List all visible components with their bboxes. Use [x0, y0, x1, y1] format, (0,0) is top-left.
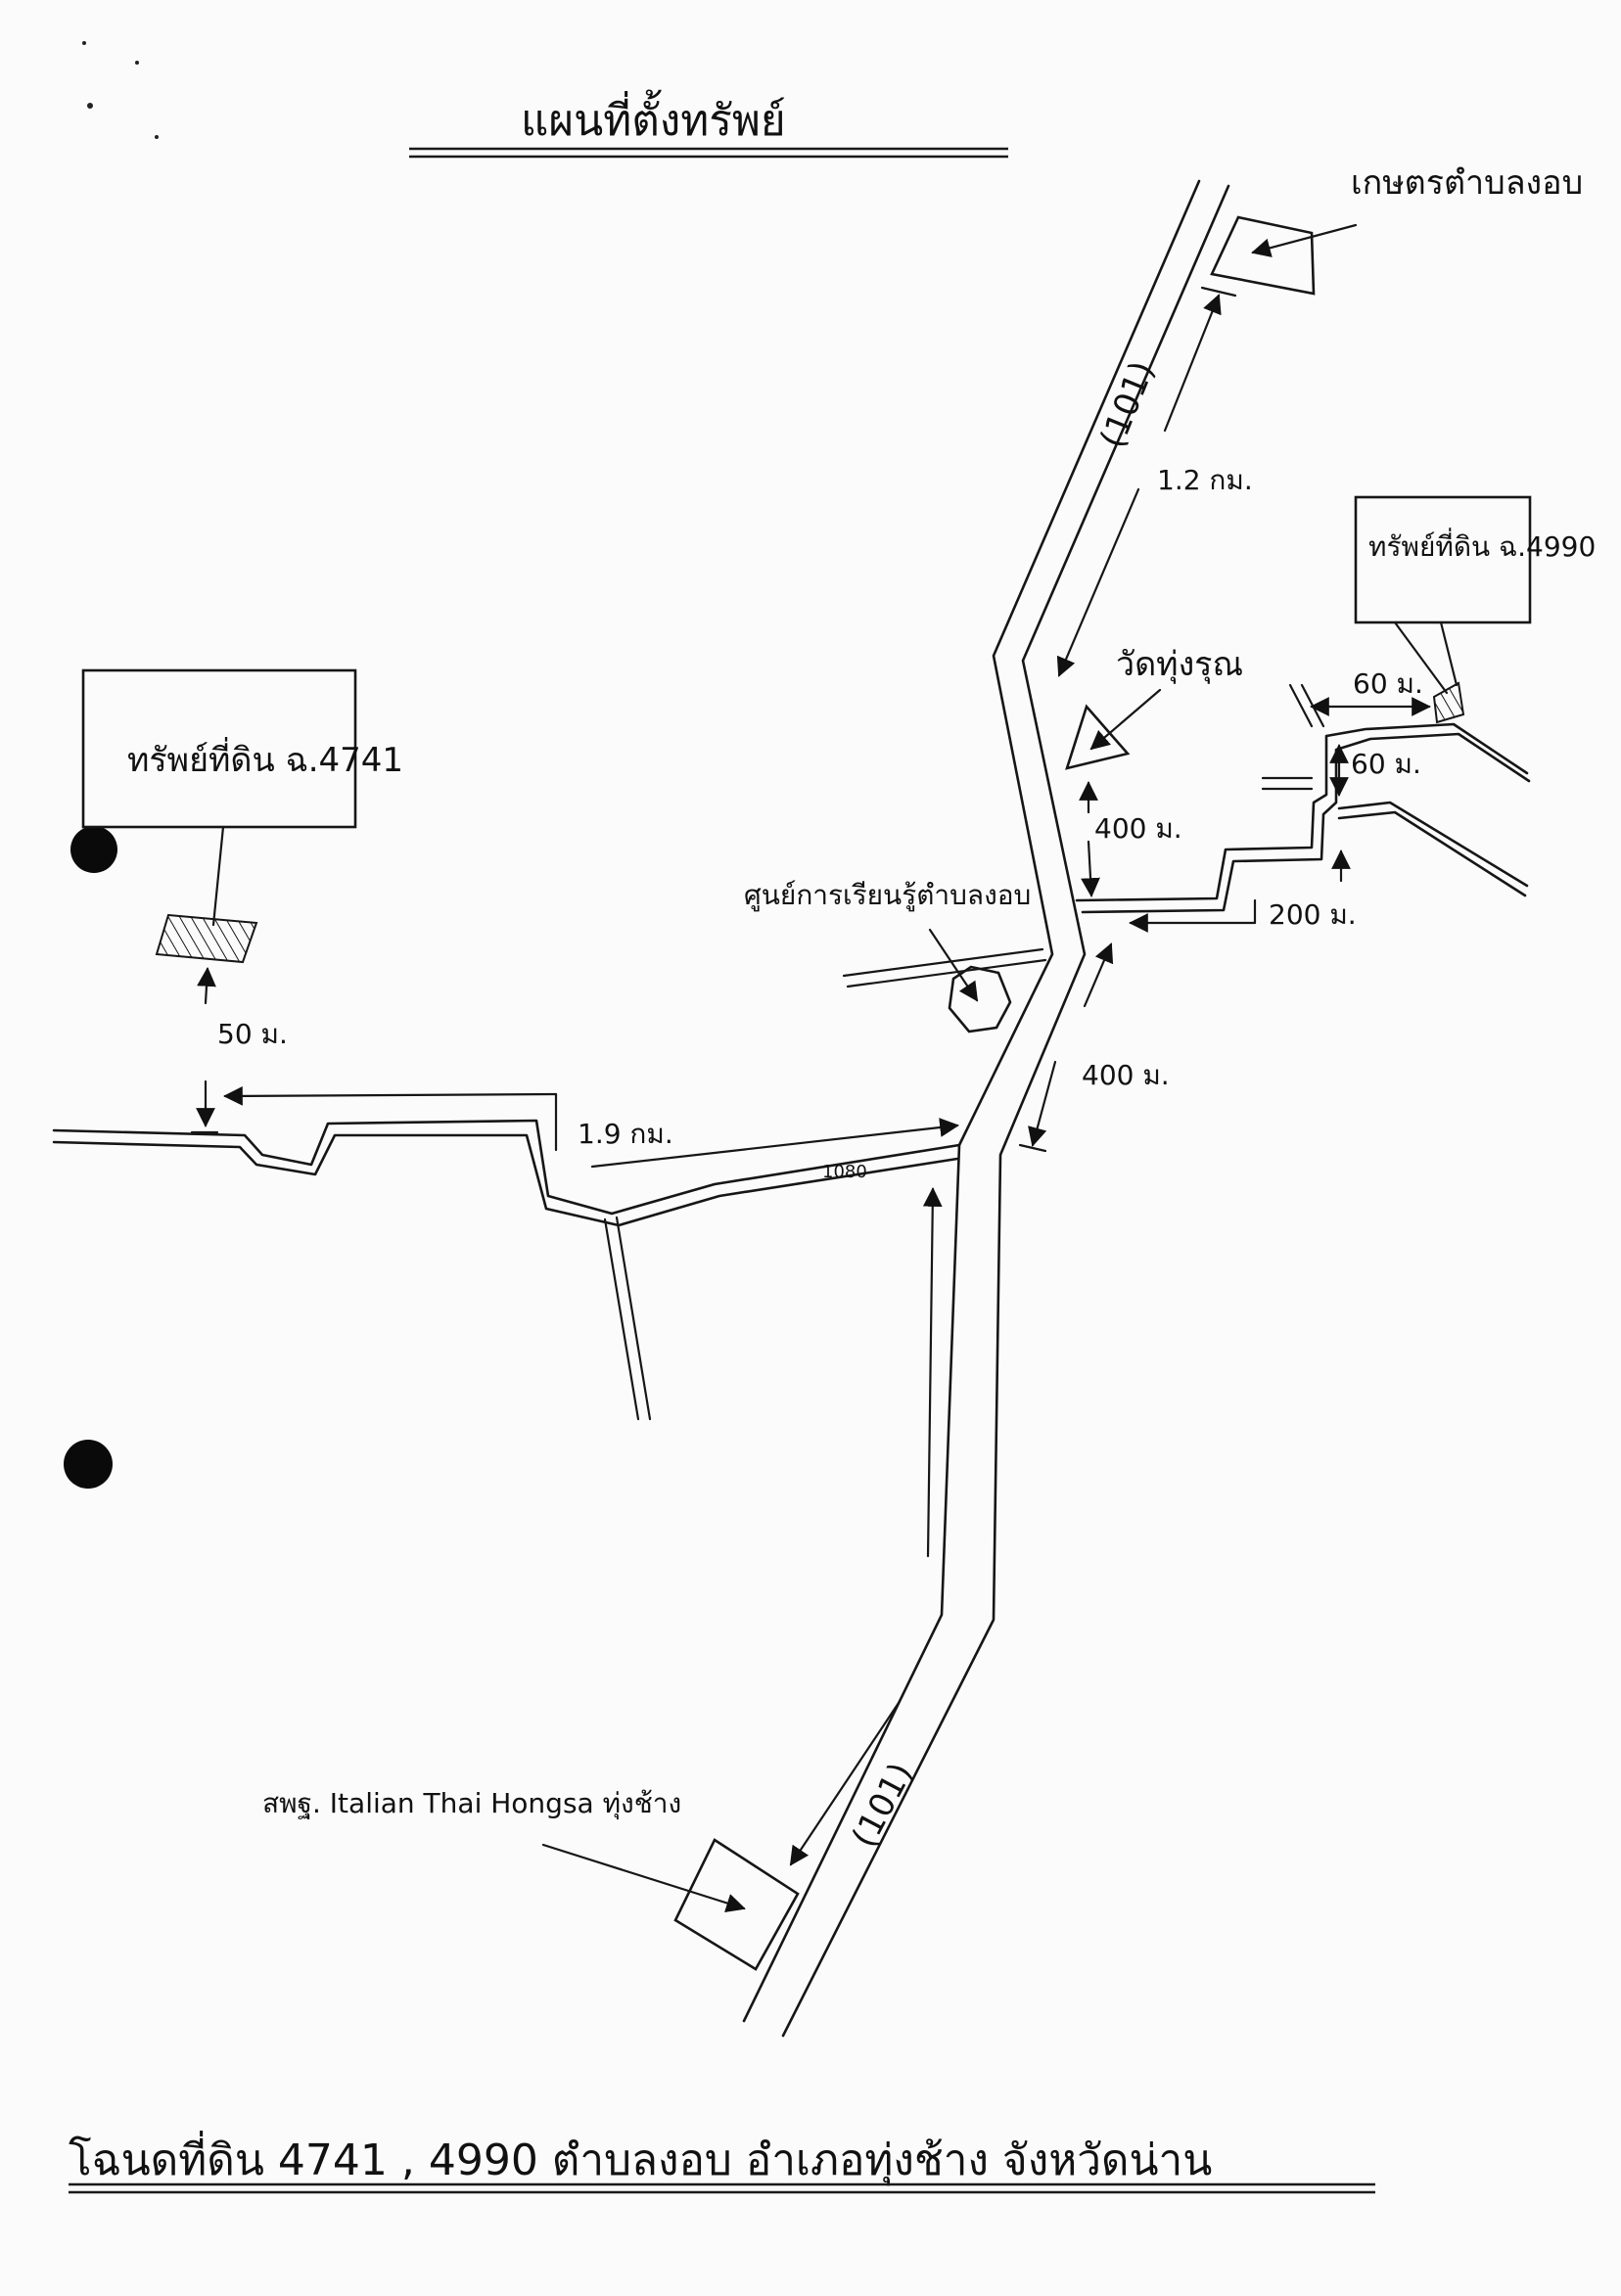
dist-60m-b: 60 ม. — [1351, 748, 1421, 780]
dist-400m-hwy: 400 ม. — [1082, 1059, 1170, 1091]
school-marker — [673, 1838, 800, 1971]
agri-office-marker — [1210, 215, 1316, 296]
property-4990-parcel — [1432, 681, 1465, 724]
property-4741-parcel — [155, 913, 258, 964]
punch-hole-bottom — [64, 1440, 113, 1489]
road-east-4990 — [1075, 683, 1531, 914]
property-4741-label: ทรัพย์ที่ดิน ฉ.4741 — [127, 737, 403, 780]
map-title: แผนที่ตั้งทรัพย์ — [521, 89, 786, 146]
school-label: สพฐ. Italian Thai Hongsa ทุ่งช้าง — [262, 1787, 681, 1820]
dist-60m-a: 60 ม. — [1353, 667, 1423, 700]
dist-400m-temple: 400 ม. — [1094, 812, 1182, 845]
deed-footer: โฉนดที่ดิน 4741 , 4990 ตำบลงอบ อำเภอทุ่ง… — [69, 2130, 1212, 2186]
learning-center-marker — [948, 965, 1012, 1033]
dist-200m: 200 ม. — [1269, 898, 1357, 931]
learning-center-label: ศูนย์การเรียนรู้ตำบลงอบ — [744, 879, 1031, 912]
property-4741-box — [81, 668, 357, 829]
agri-office-label: เกษตรตำบลงอบ — [1351, 163, 1583, 203]
property-4990-box — [1354, 495, 1532, 624]
property-4990-label: ทรัพย์ที่ดิน ฉ.4990 — [1368, 528, 1596, 563]
paper-marks — [64, 41, 159, 1489]
hwy-label-south: (101) — [845, 1757, 921, 1855]
road-west-1080 — [52, 1119, 961, 1421]
highway-101 — [742, 179, 1230, 2038]
temple-marker — [1065, 704, 1131, 770]
dist-1-2km: 1.2 กม. — [1157, 464, 1253, 496]
dist-50m: 50 ม. — [217, 1018, 288, 1050]
dist-1-9km: 1.9 กม. — [578, 1118, 673, 1150]
temple-label: วัดทุ่งรุณ — [1116, 645, 1243, 684]
punch-hole-top — [70, 826, 117, 873]
side-road-learning-center — [842, 947, 1047, 988]
road-label-1080: 1080 — [822, 1162, 867, 1182]
